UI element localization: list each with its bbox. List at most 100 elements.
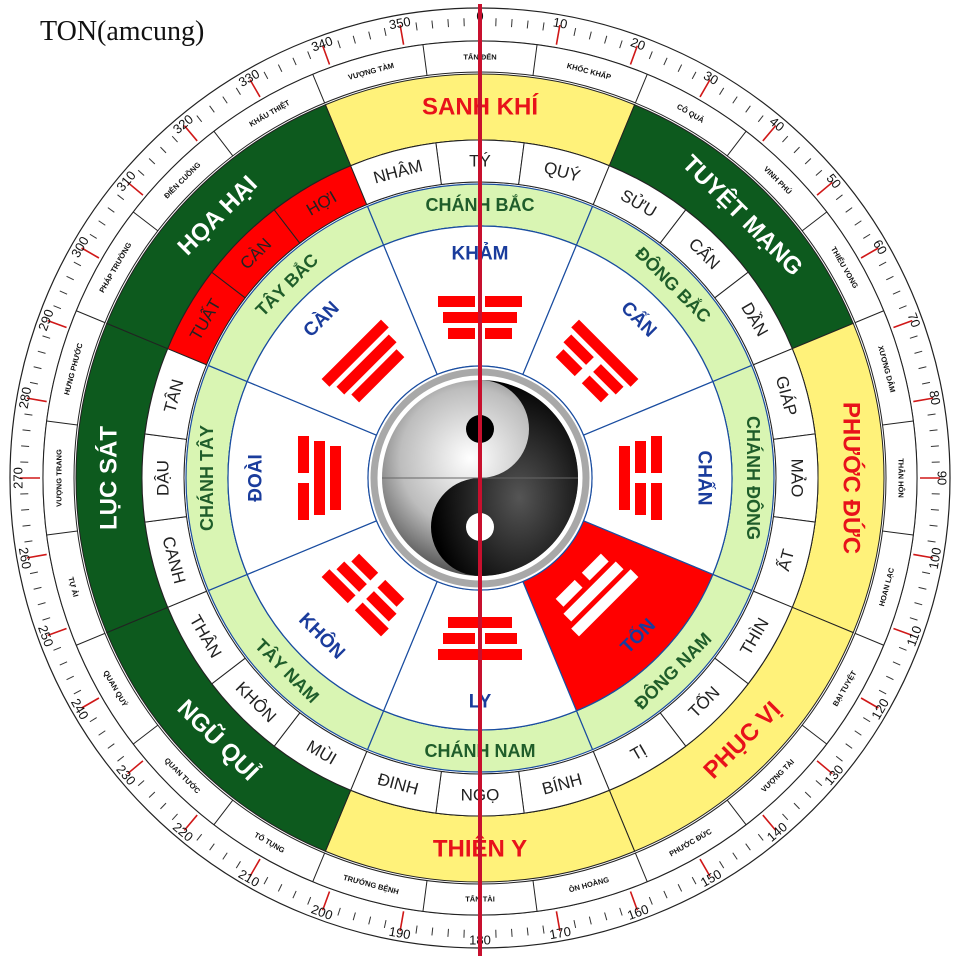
degree-label: 60 bbox=[870, 237, 890, 257]
trigram-yin-line bbox=[635, 483, 646, 515]
trigram-bars bbox=[321, 553, 405, 637]
dial-tick bbox=[209, 105, 215, 113]
dial-tick bbox=[816, 181, 833, 196]
trigram-yin-line bbox=[651, 436, 662, 473]
dial-tick bbox=[892, 661, 901, 666]
dial-tick bbox=[893, 627, 913, 637]
dial-tick bbox=[447, 19, 449, 28]
caption: TON(amcung) bbox=[40, 16, 205, 47]
trigram-yin-line bbox=[321, 569, 356, 604]
dial-tick bbox=[835, 194, 843, 201]
degree-label: 270 bbox=[11, 467, 26, 489]
degree-label: 30 bbox=[701, 68, 721, 88]
dial-tick bbox=[59, 661, 68, 666]
dial-tick bbox=[117, 194, 125, 201]
dial-tick bbox=[815, 169, 823, 176]
dial-tick bbox=[29, 381, 38, 385]
dial-tick bbox=[337, 907, 341, 916]
trigram-yang-line bbox=[314, 441, 325, 515]
dial-tick bbox=[918, 366, 927, 370]
dial-tick bbox=[24, 540, 33, 543]
degree-label: 260 bbox=[16, 546, 35, 570]
trigram-yin-line bbox=[485, 296, 522, 307]
dial-tick bbox=[619, 907, 623, 916]
star-divider bbox=[801, 724, 827, 745]
dial-tick bbox=[137, 169, 145, 176]
mansion-label: PHƯỚC ĐỨC bbox=[838, 402, 866, 554]
dial-tick bbox=[183, 814, 198, 831]
dial-tick bbox=[160, 146, 167, 154]
dial-tick bbox=[922, 571, 931, 575]
trigram-yin-line bbox=[485, 633, 517, 644]
dial-tick bbox=[588, 31, 592, 40]
dial-tick bbox=[719, 861, 725, 869]
star-divider bbox=[801, 211, 827, 232]
dial-tick bbox=[292, 57, 297, 66]
dial-tick bbox=[922, 381, 931, 385]
dial-tick bbox=[42, 335, 51, 339]
trigram-yin-line bbox=[298, 483, 309, 520]
degree-label: 80 bbox=[926, 389, 943, 406]
dial-tick bbox=[886, 675, 894, 681]
dial-tick bbox=[782, 813, 789, 821]
dial-tick bbox=[782, 135, 789, 143]
degree-label: 200 bbox=[309, 901, 335, 923]
star-divider bbox=[213, 131, 234, 157]
degree-label: 350 bbox=[388, 14, 412, 33]
dial-tick bbox=[42, 617, 51, 621]
dial-tick bbox=[863, 233, 871, 239]
trigram-yin-line bbox=[336, 561, 367, 592]
mansion-label: LỤC SÁT bbox=[95, 426, 123, 530]
dial-tick bbox=[399, 24, 405, 45]
degree-label: 70 bbox=[905, 311, 924, 330]
dial-tick bbox=[691, 876, 697, 885]
dial-tick bbox=[352, 912, 356, 921]
trigram-yin-line bbox=[351, 553, 379, 581]
trigram-yin-line bbox=[438, 296, 475, 307]
dial-tick bbox=[542, 22, 545, 31]
mountain-label: DẬU bbox=[154, 460, 173, 496]
dial-tick bbox=[321, 891, 331, 911]
dial-tick bbox=[89, 233, 97, 239]
dial-tick bbox=[757, 115, 764, 123]
dial-tick bbox=[98, 730, 106, 736]
star-label: THÂN HÔN bbox=[897, 458, 906, 498]
star-divider bbox=[76, 632, 106, 646]
dial-tick bbox=[307, 896, 312, 905]
degree-label: 10 bbox=[552, 14, 569, 31]
dial-tick bbox=[171, 813, 178, 821]
trigram-yin-line bbox=[581, 375, 609, 403]
dial-tick bbox=[573, 920, 577, 929]
trigram-yin-line bbox=[448, 328, 475, 339]
dial-tick bbox=[21, 509, 30, 511]
dial-tick bbox=[81, 247, 100, 259]
star-divider bbox=[726, 131, 747, 157]
dial-tick bbox=[222, 96, 228, 104]
dial-tick bbox=[160, 802, 167, 810]
dial-tick bbox=[337, 40, 341, 49]
dial-tick bbox=[845, 743, 853, 749]
dial-tick bbox=[263, 876, 269, 885]
dial-tick bbox=[914, 602, 923, 606]
dial-tick bbox=[263, 71, 269, 80]
dial-tick bbox=[33, 366, 42, 370]
dial-tick bbox=[930, 445, 939, 447]
dial-tick bbox=[431, 20, 434, 29]
trigram-yin-line bbox=[555, 579, 583, 607]
dial-tick bbox=[918, 586, 927, 590]
star-divider bbox=[213, 799, 234, 825]
dial-tick bbox=[604, 35, 608, 44]
dial-tick bbox=[26, 553, 47, 559]
dial-tick bbox=[886, 275, 894, 281]
dial-tick bbox=[66, 275, 74, 281]
dial-tick bbox=[762, 814, 777, 831]
dial-tick bbox=[249, 79, 261, 98]
dial-tick bbox=[860, 697, 879, 709]
dial-tick bbox=[732, 852, 738, 860]
dial-tick bbox=[415, 22, 418, 31]
trigram-bars bbox=[298, 436, 341, 520]
dial-tick bbox=[699, 79, 711, 98]
dial-tick bbox=[793, 146, 800, 154]
